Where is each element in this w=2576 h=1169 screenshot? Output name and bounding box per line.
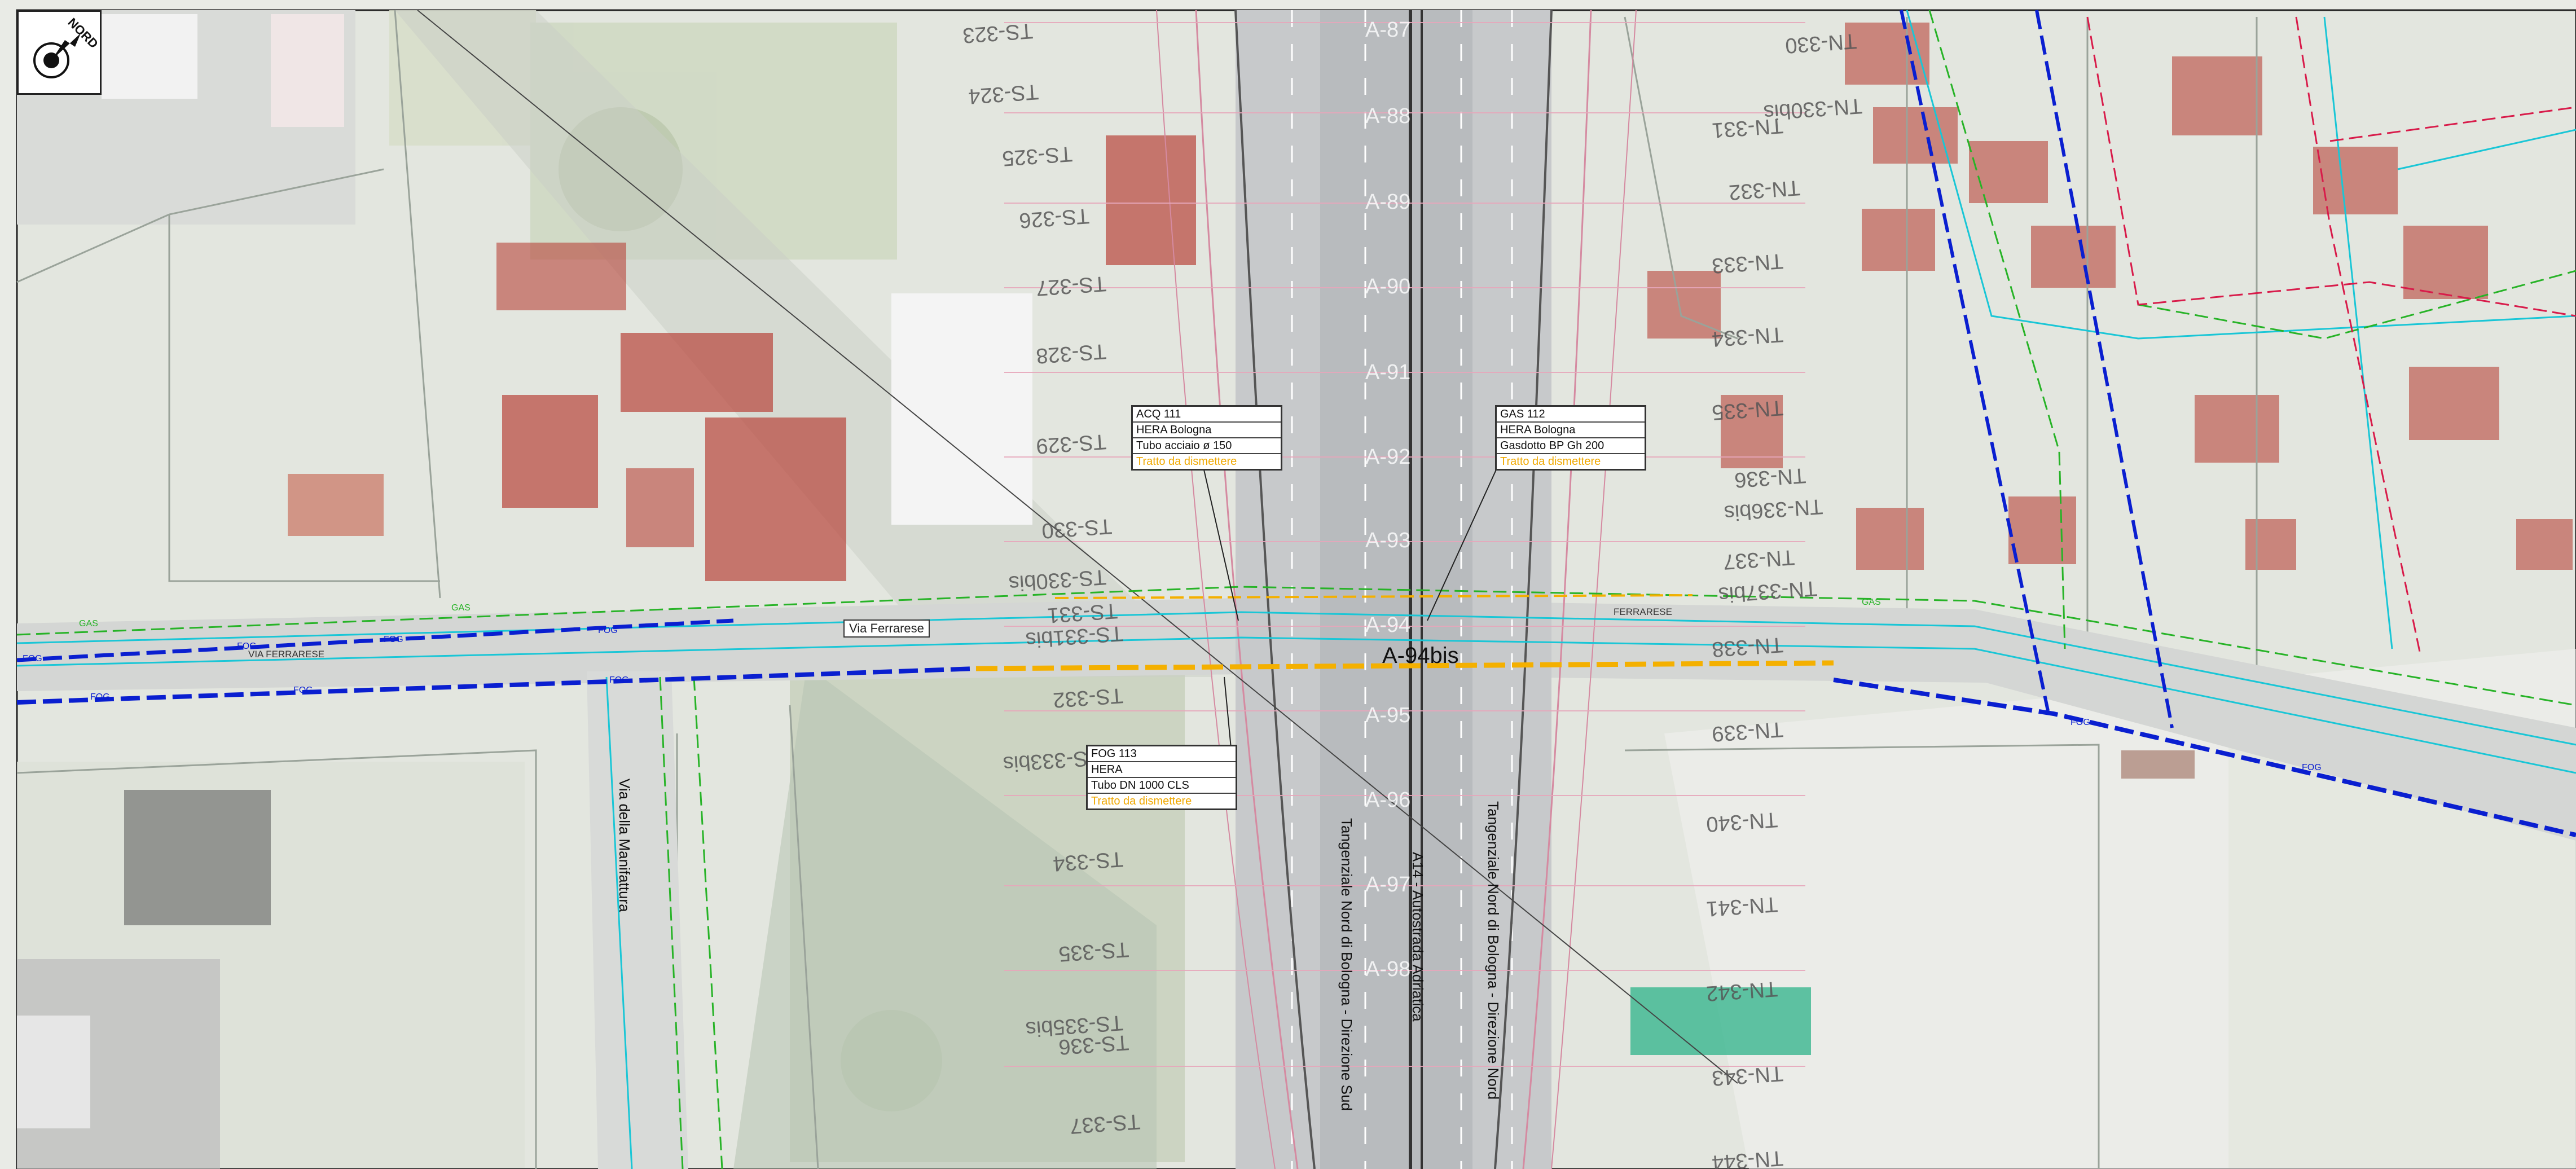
tn-section-label: TN-337	[1722, 545, 1795, 574]
tn-section-label: TN-342	[1705, 977, 1778, 1005]
network-tags: FOG FOG FOG FOG FOG FOG FOG FOG FOG	[23, 626, 2322, 772]
buildings	[17, 23, 2573, 1169]
a-section-label: A-88	[1365, 104, 1410, 128]
street-label-small: VIA FERRARESE	[248, 649, 324, 660]
ts-section-labels: TS-323 TS-324 TS-325 TS-326 TS-327 TS-32…	[962, 19, 1141, 1138]
a-section-label: A-98	[1365, 957, 1410, 981]
fog-tag: FOG	[384, 635, 403, 644]
callout-id: ACQ 111	[1133, 407, 1281, 423]
ts-section-label: TS-336	[1058, 1030, 1129, 1059]
a-section-label: A-90	[1365, 275, 1410, 298]
callout-status: Tratto da dismettere	[1500, 455, 1601, 468]
fog-tag: FOG	[23, 654, 42, 663]
ts-section-label: TS-327	[1035, 271, 1107, 300]
north-label: NORD	[65, 15, 100, 51]
street-label-small: FERRARESE	[1614, 607, 1672, 617]
fog-tag: FOG	[598, 626, 618, 635]
ts-section-label: TS-335	[1058, 937, 1129, 966]
ts-section-label: TS-330	[1041, 514, 1113, 543]
fog-tag: FOG	[293, 685, 313, 695]
street-label-manifattura: Via della Manifattura	[616, 779, 633, 912]
street-label-a14: A14 - Autostrada Adriatica	[1409, 852, 1426, 1022]
a-section-label: A-89	[1365, 190, 1410, 214]
callout-fog113[interactable]: FOG 113 HERA Tubo DN 1000 CLS Tratto da …	[1086, 745, 1237, 810]
ts-section-label: TS-329	[1035, 429, 1107, 458]
tn-section-label: TN-336	[1734, 463, 1806, 492]
ts-section-label: TS-334	[1052, 847, 1124, 876]
fog-tag: FOG	[237, 641, 257, 651]
tn-section-label: TN-330	[1784, 29, 1857, 58]
tn-section-label: TN-335	[1711, 395, 1784, 424]
tn-section-label: TN-334	[1711, 322, 1784, 351]
utility-networks	[16, 10, 2576, 1169]
ts-section-label: TS-337	[1069, 1109, 1141, 1138]
street-label-tangenziale-sud: Tangenziale Nord di Bologna - Direzione …	[1338, 818, 1355, 1111]
via-della-manifattura-road	[587, 671, 688, 1169]
a-section-labels: A-87 A-88 A-89 A-90 A-91 A-92 A-93 A-94 …	[1365, 18, 1410, 981]
tn-section-label: TN-341	[1705, 892, 1778, 921]
a-section-label: A-96	[1365, 788, 1410, 812]
section-lines	[1004, 22, 1805, 1067]
tn-section-label: TN-333	[1711, 249, 1784, 278]
callout-owner: HERA Bologna	[1133, 423, 1281, 438]
gas-tag: GAS	[79, 619, 98, 629]
ts-section-label: TS-326	[1018, 204, 1090, 232]
fog-tag: FOG	[90, 692, 110, 702]
ts-section-label: TS-325	[1001, 142, 1073, 170]
tn-section-label: TN-339	[1711, 717, 1784, 746]
tn-section-label: TN-338	[1711, 632, 1784, 661]
gas-tags: GAS GAS GAS	[79, 597, 1881, 629]
parcel-lines	[16, 10, 2258, 1169]
alignment-line	[417, 10, 1738, 1084]
a-section-label: A-93	[1365, 529, 1410, 552]
a-section-label: A-97	[1365, 873, 1410, 896]
compass-icon: NORD	[33, 15, 101, 78]
street-label-via-ferrarese: Via Ferrarese	[843, 619, 930, 638]
a-section-label: A-91	[1365, 361, 1410, 384]
ts-section-label: TS-323	[962, 19, 1034, 47]
callout-id: GAS 112	[1497, 407, 1645, 423]
via-ferrarese-road	[17, 598, 2576, 841]
callout-pipe: Tubo acciaio ø 150	[1133, 438, 1281, 454]
callout-status: Tratto da dismettere	[1136, 455, 1237, 468]
tn-section-labels: TN-330 TN-330bis TN-331 TN-332 TN-333 TN…	[1705, 29, 1863, 1169]
callout-id: FOG 113	[1088, 746, 1236, 762]
tn-section-label: TN-332	[1728, 175, 1801, 204]
tn-section-label: TN-331	[1711, 113, 1784, 142]
central-section-label: A-94bis	[1382, 643, 1459, 668]
callout-acq111[interactable]: ACQ 111 HERA Bologna Tubo acciaio ø 150 …	[1131, 405, 1282, 471]
callout-pipe: Gasdotto BP Gh 200	[1497, 438, 1645, 454]
tn-section-label: TN-343	[1711, 1061, 1784, 1090]
callout-gas112[interactable]: GAS 112 HERA Bologna Gasdotto BP Gh 200 …	[1495, 405, 1646, 471]
ts-section-label: TS-332	[1052, 683, 1124, 712]
tn-section-label: TN-340	[1705, 807, 1778, 836]
callout-owner: HERA	[1088, 762, 1236, 778]
callout-owner: HERA Bologna	[1497, 423, 1645, 438]
ts-section-label: TS-328	[1035, 339, 1107, 368]
fog-tag: FOG	[2302, 763, 2322, 772]
a-section-label: A-95	[1365, 704, 1410, 727]
street-label-tangenziale-nord: Tangenziale Nord di Bologna - Direzione …	[1485, 801, 1502, 1100]
ts-section-label: TS-331	[1047, 599, 1118, 627]
callout-pipe: Tubo DN 1000 CLS	[1088, 778, 1236, 794]
gas-tag: GAS	[451, 603, 471, 613]
gas-tag: GAS	[1862, 597, 1881, 607]
callout-status: Tratto da dismettere	[1091, 795, 1192, 807]
a-section-label: A-94	[1365, 613, 1410, 637]
ts-section-label: TS-324	[968, 80, 1039, 108]
north-arrow: NORD	[17, 10, 102, 95]
fog-tag: FOG	[2071, 718, 2090, 727]
fog-tag: FOG	[609, 675, 629, 685]
a-section-label: A-92	[1365, 445, 1410, 469]
a-section-label: A-87	[1365, 18, 1410, 42]
